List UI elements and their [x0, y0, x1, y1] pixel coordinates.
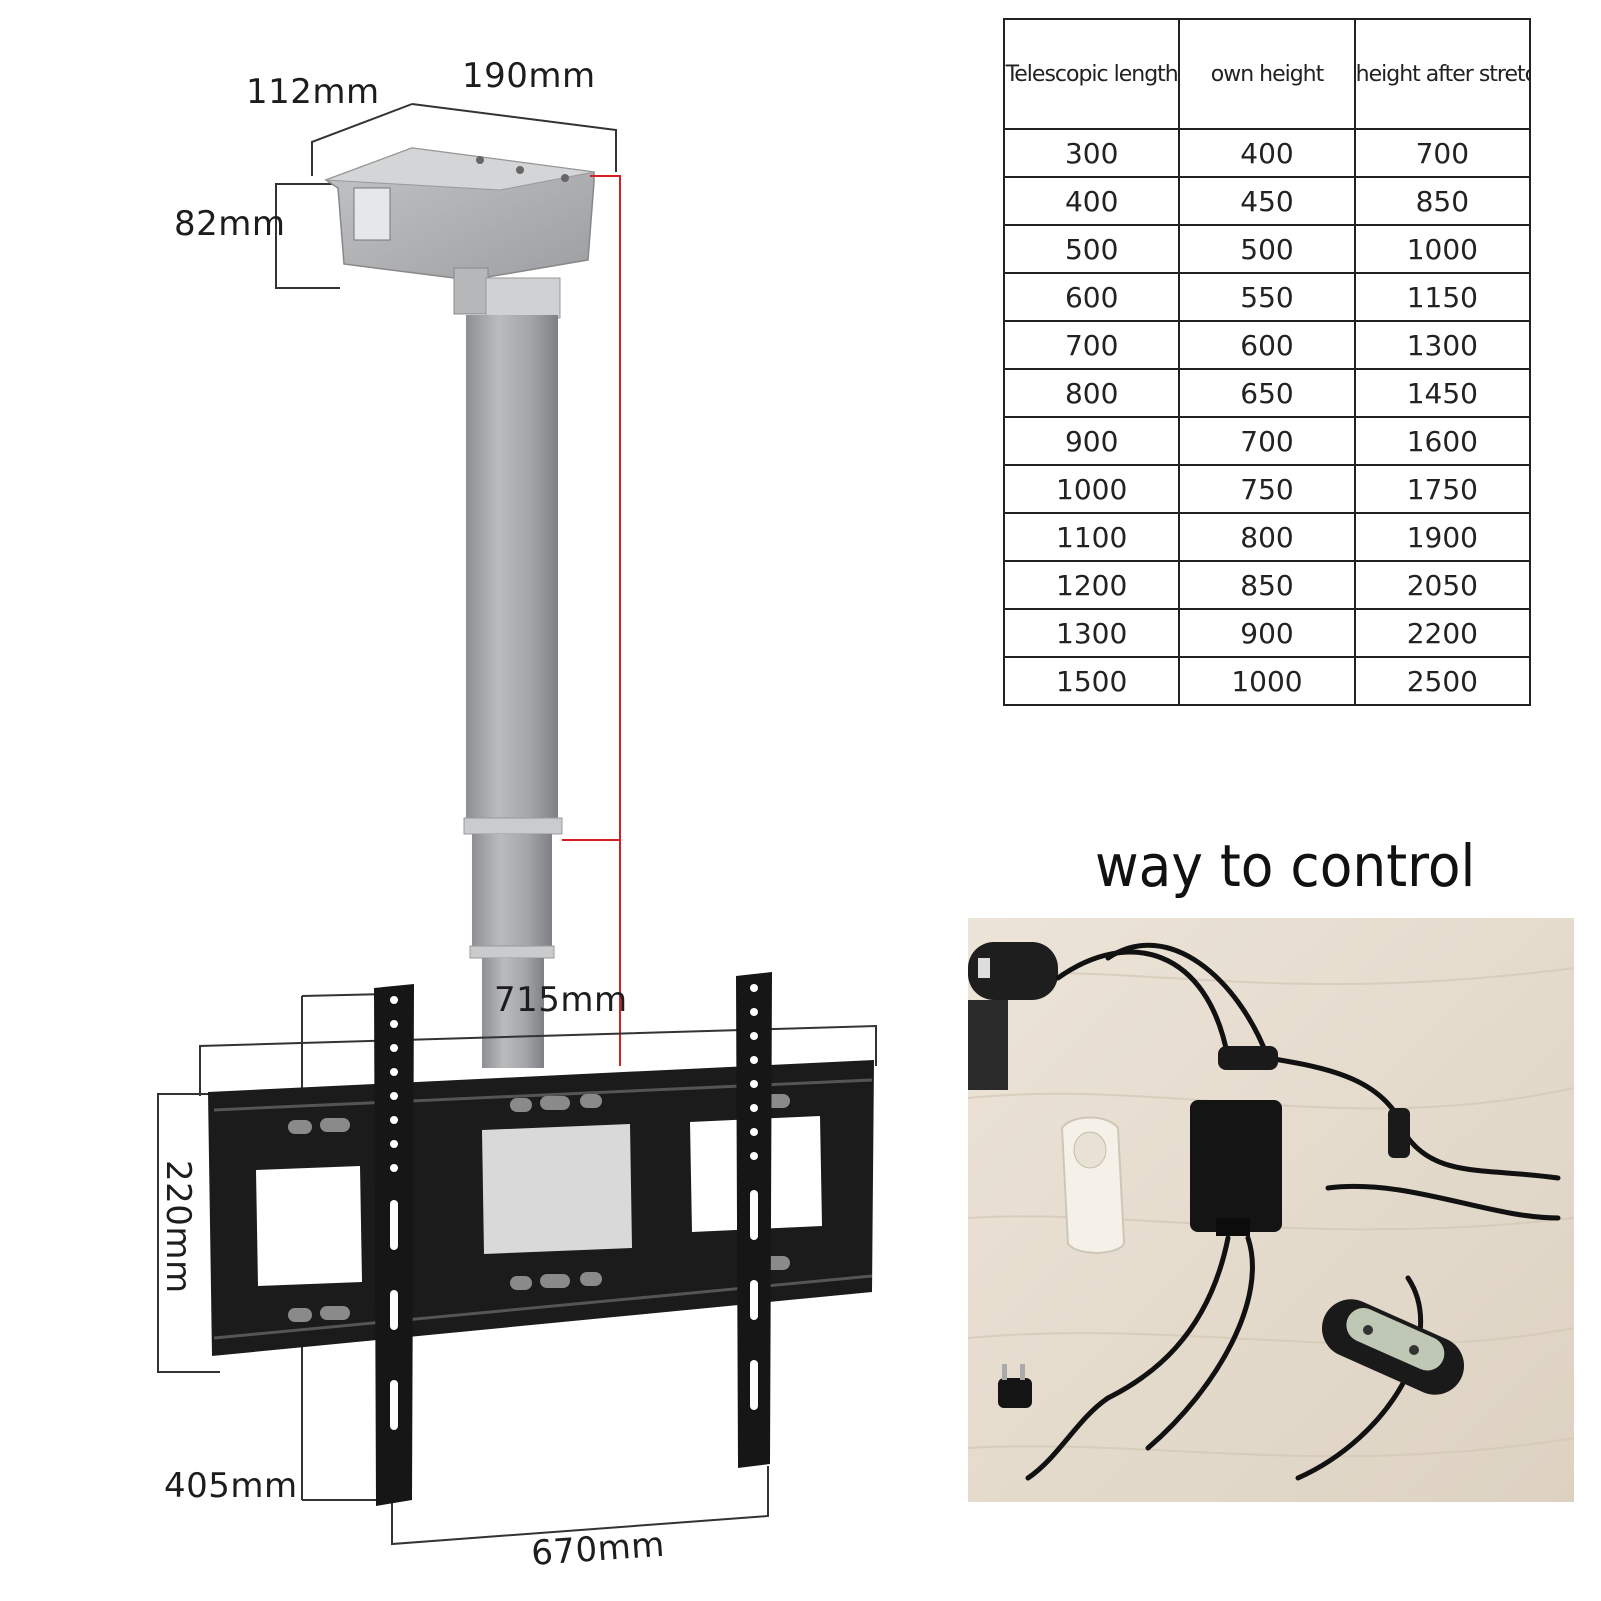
left-rail — [374, 984, 414, 1506]
mains-plug-icon — [998, 1364, 1032, 1408]
table-cell: 1750 — [1353, 464, 1532, 514]
table-cell: 600 — [1002, 272, 1181, 322]
column-header: own height — [1178, 18, 1356, 130]
mounting-plate — [208, 1060, 874, 1356]
hand-controller-icon — [1321, 1299, 1465, 1395]
telescopic-column — [463, 315, 563, 1068]
table-cell: 700 — [1002, 320, 1181, 370]
spec-table: Telescopic length own height height afte… — [1002, 18, 1532, 706]
table-cell: 1000 — [1002, 464, 1181, 514]
table-cell: 1000 — [1178, 656, 1356, 706]
table-cell: 550 — [1178, 272, 1356, 322]
table-cell: 400 — [1178, 128, 1356, 178]
table-cell: 1300 — [1353, 320, 1532, 370]
table-cell: 2200 — [1353, 608, 1532, 658]
motor-icon — [968, 942, 1058, 1090]
table-cell: 1900 — [1353, 512, 1532, 562]
table-cell: 700 — [1353, 128, 1532, 178]
table-cell: 1500 — [1002, 656, 1181, 706]
table-cell: 300 — [1002, 128, 1181, 178]
control-title: way to control — [1095, 832, 1476, 900]
table-cell: 750 — [1178, 464, 1356, 514]
plate-height-label: 220mm — [158, 1160, 198, 1294]
label-sticker — [353, 187, 391, 241]
table-cell: 850 — [1353, 176, 1532, 226]
controller-photo — [968, 918, 1574, 1502]
width-label: 190mm — [462, 56, 596, 96]
table-cell: 1300 — [1002, 608, 1181, 658]
table-cell: 2050 — [1353, 560, 1532, 610]
table-cell: 500 — [1002, 224, 1181, 274]
right-rail — [736, 972, 772, 1468]
motor-box — [324, 147, 595, 319]
depth-label: 112mm — [246, 72, 380, 112]
table-cell: 1450 — [1353, 368, 1532, 418]
remote-icon — [1060, 1116, 1126, 1254]
height-label: 82mm — [174, 204, 286, 244]
table-cell: 600 — [1178, 320, 1356, 370]
table-cell: 450 — [1178, 176, 1356, 226]
table-cell: 500 — [1178, 224, 1356, 274]
table-cell: 900 — [1002, 416, 1181, 466]
controller-illustration — [968, 918, 1574, 1502]
table-cell: 1000 — [1353, 224, 1532, 274]
rail-length-label: 405mm — [164, 1466, 298, 1506]
product-drawing — [157, 103, 877, 1546]
table-cell: 800 — [1178, 512, 1356, 562]
table-cell: 800 — [1002, 368, 1181, 418]
table-cell: 900 — [1178, 608, 1356, 658]
bracket-width-label: 715mm — [494, 980, 628, 1020]
table-cell: 1100 — [1002, 512, 1181, 562]
table-cell: 400 — [1002, 176, 1181, 226]
column-header: Telescopic length — [1002, 18, 1181, 130]
table-header-row: Telescopic length own height height afte… — [1002, 18, 1532, 130]
table-cell: 1150 — [1353, 272, 1532, 322]
power-adapter — [1190, 1100, 1282, 1232]
column-header: height after stretch — [1353, 18, 1532, 130]
travel-measure-line — [562, 175, 621, 1066]
bracket-dimension-lines — [157, 993, 877, 1546]
table-cell: 2500 — [1353, 656, 1532, 706]
table-cell: 850 — [1178, 560, 1356, 610]
table-cell: 1600 — [1353, 416, 1532, 466]
table-cell: 650 — [1178, 368, 1356, 418]
table-cell: 1200 — [1002, 560, 1181, 610]
box-dimension-lines — [275, 103, 617, 289]
table-cell: 700 — [1178, 416, 1356, 466]
